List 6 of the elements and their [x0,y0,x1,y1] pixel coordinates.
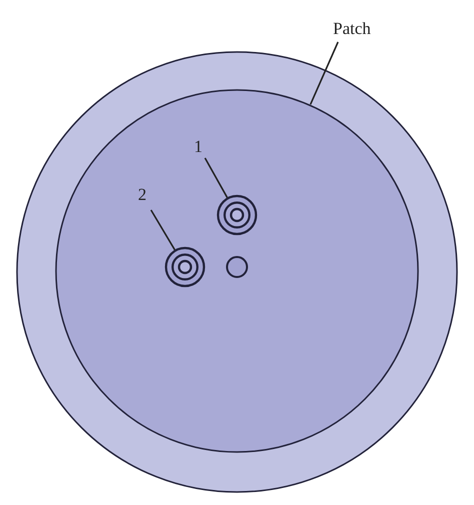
leader-line [204,158,228,198]
leader-line [150,210,176,250]
callout-number: 1 [194,138,202,155]
callout-number: 2 [138,186,146,203]
leader-line [310,42,339,105]
part-label: Patch [333,20,371,37]
